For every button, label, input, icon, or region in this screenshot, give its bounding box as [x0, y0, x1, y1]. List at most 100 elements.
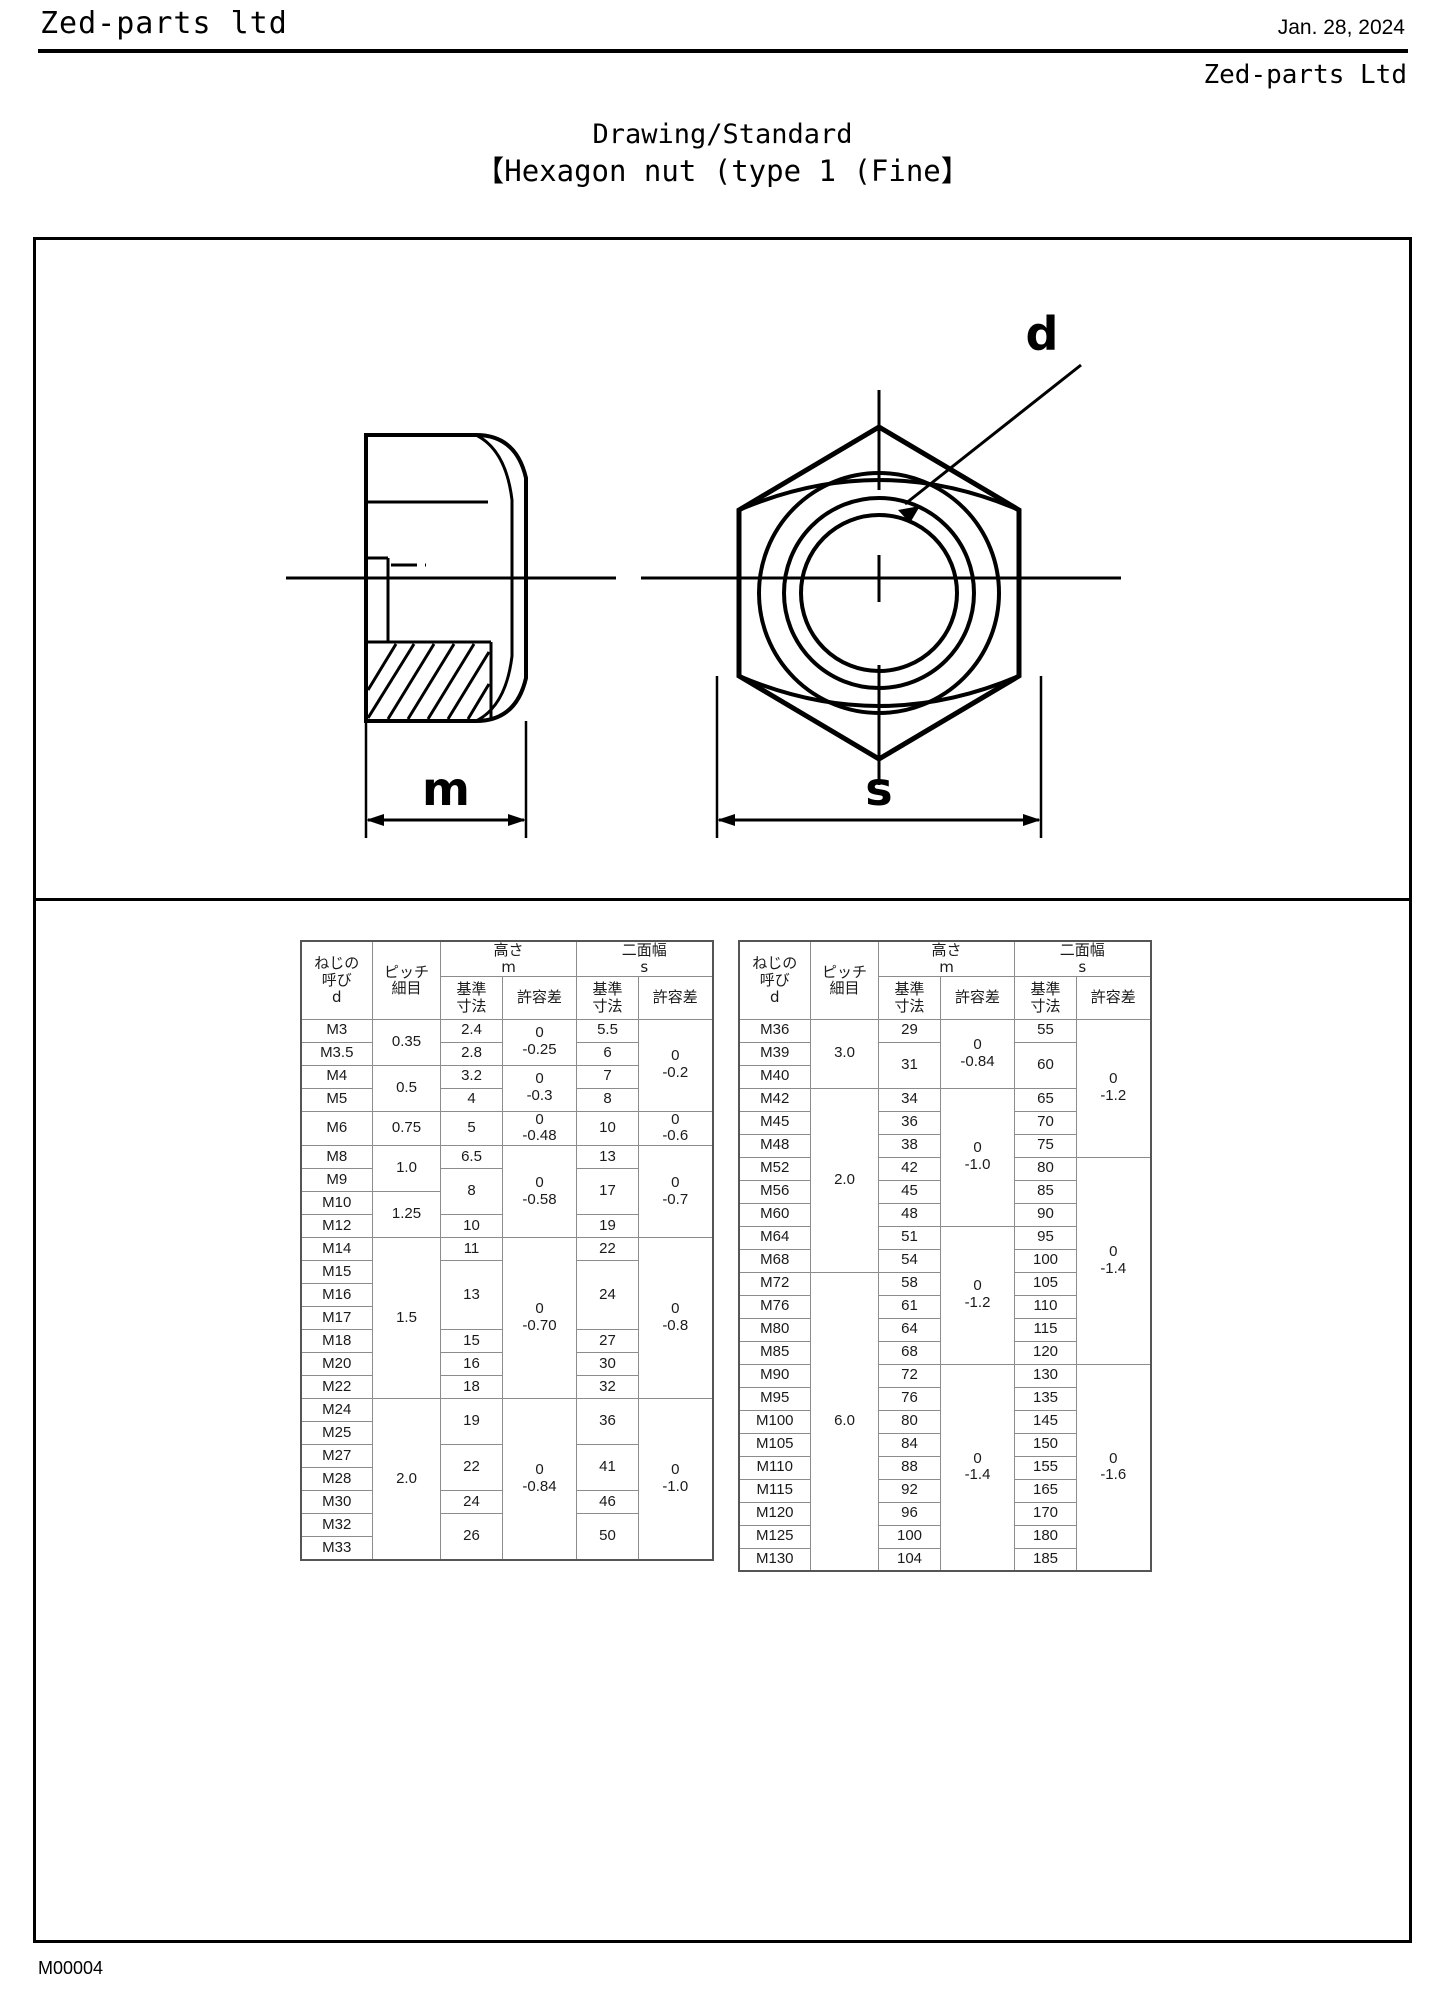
cell-thread-designation: M3: [300, 1018, 373, 1043]
header-pitch: ピッチ 細目: [810, 940, 879, 1020]
s-arrow-left: [717, 814, 735, 826]
header-height-tolerance: 許容差: [940, 975, 1015, 1020]
cell-width-basic: 90: [1014, 1202, 1077, 1227]
cell-height-tolerance: 0-0.84: [502, 1398, 577, 1561]
cell-thread-designation: M6: [300, 1110, 373, 1147]
cell-thread-designation: M64: [738, 1225, 811, 1250]
cell-thread-designation: M10: [300, 1191, 373, 1216]
cell-height-basic: 104: [878, 1547, 941, 1572]
cell-width-basic: 8: [576, 1087, 639, 1112]
cell-thread-designation: M24: [300, 1398, 373, 1423]
cell-width-basic: 60: [1014, 1041, 1077, 1089]
table-left-head: ねじの 呼び d ピッチ 細目 高さ m 二面幅 s: [300, 940, 713, 1020]
cell-thread-designation: M80: [738, 1317, 811, 1342]
cell-thread-designation: M9: [300, 1168, 373, 1193]
cell-width-basic: 24: [576, 1260, 639, 1331]
cell-height-tolerance: 0-1.0: [940, 1087, 1015, 1227]
title-line-standard: Drawing/Standard: [592, 119, 853, 150]
header-width-basic: 基準 寸法: [1014, 975, 1077, 1020]
cell-thread-designation: M4: [300, 1064, 373, 1089]
cell-thread-designation: M18: [300, 1329, 373, 1354]
cell-thread-designation: M120: [738, 1501, 811, 1526]
header-height-tolerance: 許容差: [502, 975, 577, 1020]
cell-height-basic: 45: [878, 1179, 941, 1204]
cell-thread-designation: M130: [738, 1547, 811, 1572]
hex-chamfer-arc-bottom: [738, 674, 1020, 708]
cell-width-basic: 165: [1014, 1478, 1077, 1503]
header-width-basic: 基準 寸法: [576, 975, 639, 1020]
cell-height-tolerance: 0-0.84: [940, 1018, 1015, 1089]
cell-thread-designation: M39: [738, 1041, 811, 1066]
cell-height-basic: 92: [878, 1478, 941, 1503]
header-height-basic: 基準 寸法: [878, 975, 941, 1020]
cell-thread-designation: M85: [738, 1340, 811, 1365]
page-title: Drawing/Standard 【Hexagon nut (type 1 (F…: [0, 118, 1445, 190]
cell-width-tolerance: 0-0.6: [638, 1110, 713, 1147]
cell-width-basic: 36: [576, 1398, 639, 1446]
cell-width-basic: 6: [576, 1041, 639, 1066]
cell-thread-designation: M48: [738, 1133, 811, 1158]
dimension-label-s: s: [865, 762, 892, 816]
cell-width-basic: 50: [576, 1513, 639, 1561]
cell-thread-designation: M3.5: [300, 1041, 373, 1066]
cell-width-basic: 155: [1014, 1455, 1077, 1480]
cell-width-basic: 13: [576, 1145, 639, 1170]
cell-width-tolerance: 0-1.6: [1076, 1363, 1151, 1572]
cell-height-basic: 10: [440, 1214, 503, 1239]
cell-thread-designation: M115: [738, 1478, 811, 1503]
cell-thread-designation: M60: [738, 1202, 811, 1227]
front-hex-view-group: [641, 390, 1121, 785]
cell-width-tolerance: 0-0.2: [638, 1018, 713, 1112]
cell-height-basic: 34: [878, 1087, 941, 1112]
header-height-basic: 基準 寸法: [440, 975, 503, 1020]
cell-thread-designation: M95: [738, 1386, 811, 1411]
cell-width-basic: 46: [576, 1490, 639, 1515]
document-date: Jan. 28, 2024: [1277, 16, 1405, 39]
cell-height-tolerance: 0-0.70: [502, 1237, 577, 1400]
cell-thread-designation: M20: [300, 1352, 373, 1377]
cell-height-basic: 18: [440, 1375, 503, 1400]
cell-height-tolerance: 0-1.2: [940, 1225, 1015, 1365]
cell-width-basic: 110: [1014, 1294, 1077, 1319]
cell-height-basic: 2.8: [440, 1041, 503, 1066]
cell-height-basic: 84: [878, 1432, 941, 1457]
cell-thread-designation: M30: [300, 1490, 373, 1515]
cell-thread-designation: M100: [738, 1409, 811, 1434]
leader-d-group: d: [898, 307, 1082, 523]
cell-height-basic: 42: [878, 1156, 941, 1181]
cell-width-basic: 70: [1014, 1110, 1077, 1135]
hexagon-nut-drawing-svg: m d: [286, 307, 1121, 838]
cell-height-basic: 48: [878, 1202, 941, 1227]
cell-width-tolerance: 0-1.4: [1076, 1156, 1151, 1365]
cell-thread-designation: M15: [300, 1260, 373, 1285]
cell-height-basic: 96: [878, 1501, 941, 1526]
company-name-right: Zed-parts Ltd: [1203, 60, 1408, 90]
cell-width-basic: 95: [1014, 1225, 1077, 1250]
header-width-tolerance: 許容差: [638, 975, 713, 1020]
cell-thread-designation: M27: [300, 1444, 373, 1469]
cell-thread-designation: M90: [738, 1363, 811, 1388]
frame-horizontal-divider: [36, 898, 1409, 901]
dimension-tables-container: ねじの 呼び d ピッチ 細目 高さ m 二面幅 s: [36, 898, 1415, 1943]
cell-height-basic: 76: [878, 1386, 941, 1411]
cell-height-basic: 8: [440, 1168, 503, 1216]
cell-height-basic: 68: [878, 1340, 941, 1365]
